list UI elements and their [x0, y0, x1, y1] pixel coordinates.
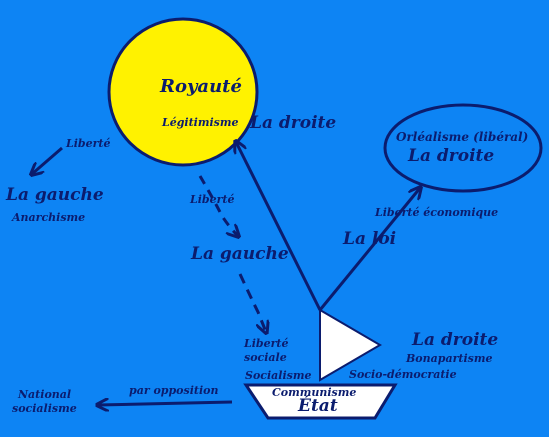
liberte-sociale-label-1: Liberté [244, 337, 289, 350]
socialisme-label: Socialisme [245, 369, 312, 382]
communisme-label: Communisme [272, 386, 357, 399]
center-liberte-label: Liberté [190, 193, 235, 206]
liberte-economique-label: Liberté économique [375, 206, 499, 219]
arrow-liberte-sociale [238, 273, 266, 332]
orleanisme-droite-label: La droite [408, 146, 495, 166]
arrow-par-opposition [98, 402, 233, 405]
left-gauche-label: La gauche [6, 185, 104, 205]
national-socialisme-label-1: National [18, 388, 72, 401]
par-opposition-label: par opposition [129, 384, 219, 397]
arrow-left-liberte [32, 146, 63, 174]
anarchisme-label: Anarchisme [12, 211, 86, 224]
etat-label: État [298, 396, 338, 416]
bonapartisme-droite-label: La droite [412, 330, 499, 350]
la-loi-label: La loi [343, 229, 397, 249]
bonapartisme-label: Bonapartisme [406, 352, 493, 365]
boat-hull [243, 383, 398, 420]
royaute-circle [107, 17, 259, 167]
royaute-title: Royauté [160, 76, 242, 97]
mast-arrow-legitimisme [236, 142, 322, 311]
sail-shape [319, 308, 382, 382]
center-gauche-label: La gauche [191, 244, 289, 264]
arrow-liberte-economique [318, 188, 420, 311]
royaute-droite-label: La droite [250, 113, 337, 133]
social-democratie-label: Socio-démocratie [349, 368, 457, 381]
legitimisme-label: Légitimisme [162, 116, 239, 129]
orleanisme-title: Orléalisme (libéral) [396, 130, 529, 144]
national-socialisme-label-2: socialisme [12, 402, 77, 415]
left-liberte-label: Liberté [66, 137, 111, 150]
liberte-sociale-label-2: sociale [244, 351, 287, 364]
arrow-center-liberte [198, 175, 238, 236]
orleanisme-ellipse [383, 103, 543, 193]
